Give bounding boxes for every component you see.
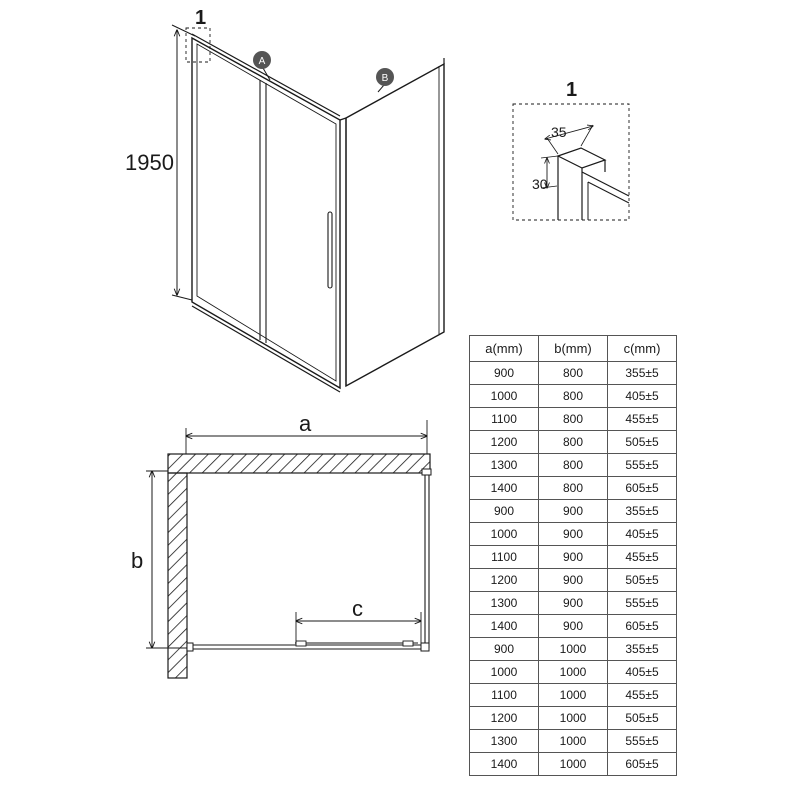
cell-c: 555±5 xyxy=(607,729,677,753)
cell-a: 1300 xyxy=(469,729,539,753)
cell-a: 1100 xyxy=(469,683,539,707)
plan-b-label: b xyxy=(131,548,143,573)
cell-a: 1000 xyxy=(469,660,539,684)
panel-a-badge: A xyxy=(253,51,271,81)
plan-a-label: a xyxy=(299,411,312,436)
side-panel-b-frame xyxy=(345,62,445,388)
side-wall xyxy=(167,472,188,679)
cell-c: 505±5 xyxy=(607,568,677,592)
cell-b: 1000 xyxy=(538,752,608,776)
cell-b: 800 xyxy=(538,407,608,431)
cell-c: 555±5 xyxy=(607,591,677,615)
cell-a: 900 xyxy=(469,637,539,661)
plan-c-label: c xyxy=(352,596,363,621)
cell-a: 1400 xyxy=(469,614,539,638)
cell-c: 405±5 xyxy=(607,660,677,684)
cell-a: 1100 xyxy=(469,407,539,431)
cell-a: 1200 xyxy=(469,706,539,730)
cell-c: 505±5 xyxy=(607,430,677,454)
cell-b: 1000 xyxy=(538,729,608,753)
cell-b: 800 xyxy=(538,430,608,454)
cell-b: 800 xyxy=(538,453,608,477)
height-label: 1950 xyxy=(125,150,174,175)
cell-b: 1000 xyxy=(538,706,608,730)
cell-b: 1000 xyxy=(538,683,608,707)
size-table-header: a(mm) b(mm) c(mm) xyxy=(469,335,677,362)
profile-depth-label: 30 xyxy=(532,176,548,192)
cell-c: 355±5 xyxy=(607,499,677,523)
profile-width-label: 35 xyxy=(551,124,567,140)
header-a: a(mm) xyxy=(469,335,539,362)
cell-b: 900 xyxy=(538,614,608,638)
panel-b-badge: B xyxy=(376,68,394,93)
cell-a: 1200 xyxy=(469,568,539,592)
cell-a: 1100 xyxy=(469,545,539,569)
cell-c: 455±5 xyxy=(607,545,677,569)
cell-b: 900 xyxy=(538,568,608,592)
door-handle xyxy=(327,211,333,289)
cell-a: 1300 xyxy=(469,591,539,615)
detail-title: 1 xyxy=(566,79,577,101)
detail-1-view xyxy=(512,103,630,221)
cell-b: 900 xyxy=(538,591,608,615)
cell-a: 900 xyxy=(469,499,539,523)
svg-text:B: B xyxy=(382,73,389,84)
cell-b: 800 xyxy=(538,384,608,408)
front-panel-a-frame xyxy=(191,36,341,390)
svg-text:A: A xyxy=(259,56,266,67)
cell-a: 1000 xyxy=(469,384,539,408)
cell-a: 1400 xyxy=(469,476,539,500)
cell-b: 1000 xyxy=(538,637,608,661)
detail-marker-number: 1 xyxy=(195,7,206,29)
cell-b: 800 xyxy=(538,361,608,385)
cell-a: 1000 xyxy=(469,522,539,546)
cell-b: 800 xyxy=(538,476,608,500)
detail-1-marker-box xyxy=(185,27,211,63)
cell-a: 1400 xyxy=(469,752,539,776)
cell-c: 605±5 xyxy=(607,752,677,776)
cell-c: 405±5 xyxy=(607,522,677,546)
cell-b: 1000 xyxy=(538,660,608,684)
cell-a: 900 xyxy=(469,361,539,385)
cell-c: 505±5 xyxy=(607,706,677,730)
enclosure-3d-view xyxy=(171,24,445,393)
plan-view xyxy=(146,420,432,679)
cell-a: 1200 xyxy=(469,430,539,454)
cell-c: 355±5 xyxy=(607,361,677,385)
header-c: c(mm) xyxy=(607,335,677,362)
cell-c: 355±5 xyxy=(607,637,677,661)
cell-b: 900 xyxy=(538,522,608,546)
cell-c: 605±5 xyxy=(607,476,677,500)
cell-b: 900 xyxy=(538,545,608,569)
header-b: b(mm) xyxy=(538,335,608,362)
cell-c: 405±5 xyxy=(607,384,677,408)
back-wall xyxy=(167,453,431,474)
cell-c: 455±5 xyxy=(607,407,677,431)
cell-c: 555±5 xyxy=(607,453,677,477)
cell-c: 605±5 xyxy=(607,614,677,638)
cell-c: 455±5 xyxy=(607,683,677,707)
cell-a: 1300 xyxy=(469,453,539,477)
cell-b: 900 xyxy=(538,499,608,523)
